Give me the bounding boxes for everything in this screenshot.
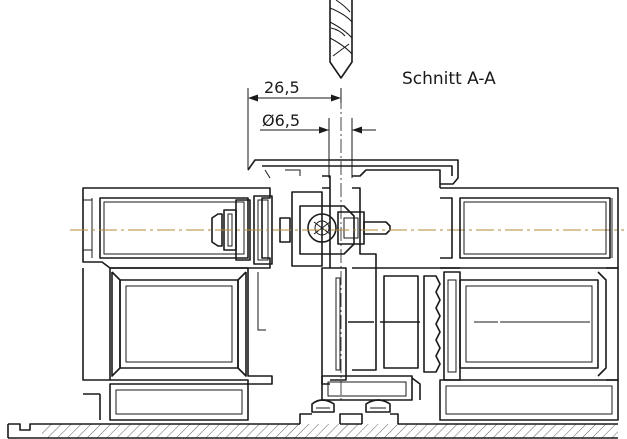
mullion-profile <box>321 187 461 401</box>
drill-bit-icon <box>329 0 353 79</box>
right-frame-profile <box>439 187 619 421</box>
gaskets <box>311 399 391 413</box>
cover-profile <box>247 159 459 188</box>
dimension-offset-label: 26,5 <box>264 78 300 97</box>
hardware-assembly <box>211 191 391 267</box>
section-label: Schnitt A-A <box>402 69 496 89</box>
dimension-offset: 26,5 <box>247 78 342 170</box>
left-frame-profile <box>82 187 273 421</box>
base-rail <box>7 413 618 439</box>
dimension-diameter: Ø6,5 <box>260 111 376 178</box>
dimension-diameter-label: Ø6,5 <box>262 111 300 130</box>
